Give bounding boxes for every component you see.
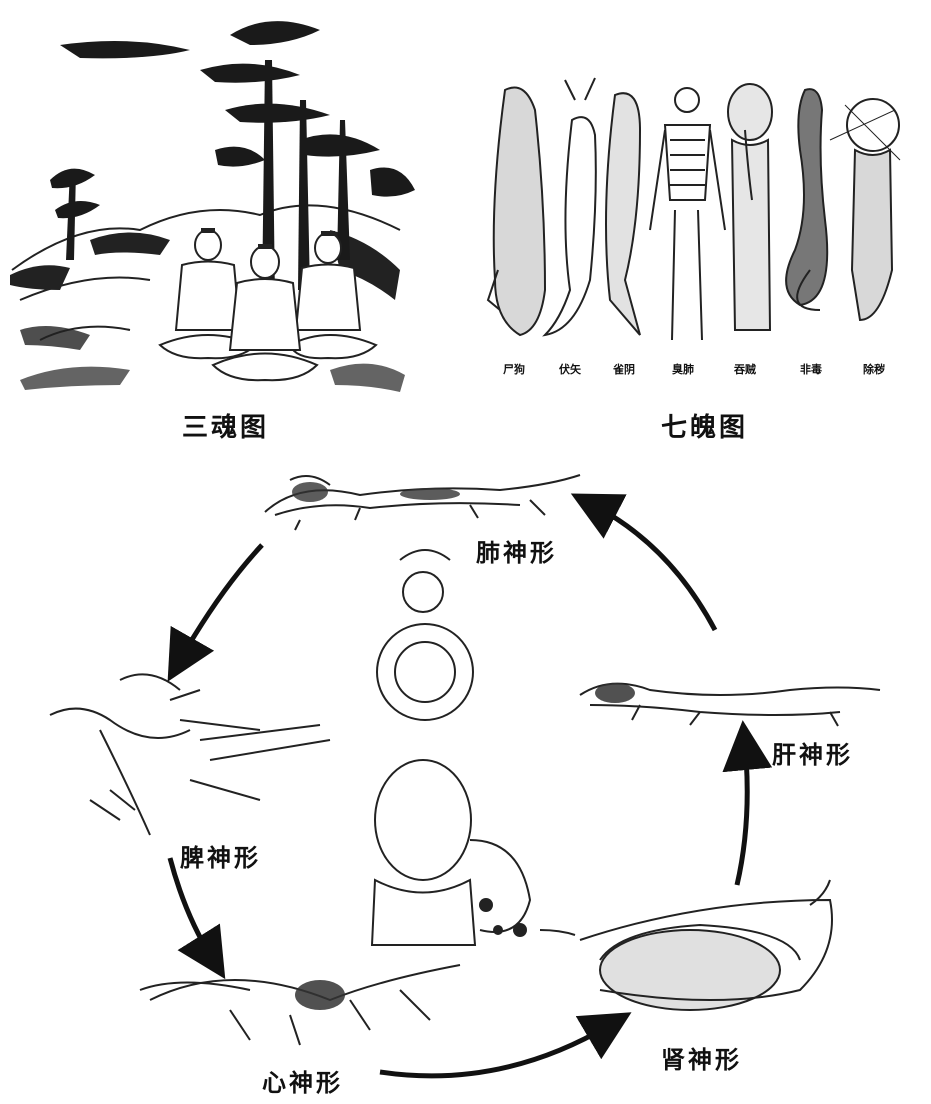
po-caption: 七魄图 bbox=[661, 413, 749, 443]
po-label-2: 伏矢 bbox=[559, 363, 581, 376]
spleen-phoenix bbox=[49, 673, 331, 836]
po-label-7: 除秽 bbox=[863, 363, 885, 376]
lung-spirit-label: 肺神形 bbox=[476, 539, 557, 567]
kidney-turtle-snake bbox=[579, 879, 833, 1011]
hun-caption: 三魂图 bbox=[182, 413, 270, 443]
po-label-5: 吞贼 bbox=[734, 363, 756, 376]
liver-spirit-label: 肝神形 bbox=[772, 741, 853, 769]
po-label-3: 雀阴 bbox=[613, 363, 635, 376]
po-label-6: 非毒 bbox=[800, 363, 822, 376]
heart-phoenix bbox=[139, 964, 461, 1046]
arrow-liver-to-lung bbox=[570, 493, 718, 632]
central-meditation-figure bbox=[370, 549, 576, 946]
arrow-spleen-to-heart bbox=[167, 857, 226, 980]
spleen-spirit-label: 脾神形 bbox=[180, 844, 261, 872]
kidney-spirit-label: 肾神形 bbox=[661, 1046, 742, 1074]
po-label-1: 尸狗 bbox=[503, 363, 525, 376]
po-label-4: 臭肺 bbox=[672, 363, 694, 376]
heart-spirit-label: 心神形 bbox=[262, 1069, 343, 1097]
arrow-kidney-to-liver bbox=[722, 720, 773, 886]
arrow-heart-to-kidney bbox=[379, 1012, 632, 1079]
arrow-lung-to-spleen bbox=[167, 543, 264, 682]
